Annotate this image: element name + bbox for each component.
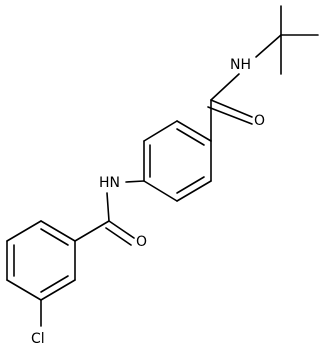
atom-nh-tert-butyl: NH — [230, 57, 251, 73]
bond-ring2-a — [40, 220, 76, 242]
bond-ring1-e — [176, 180, 212, 202]
bond-nh-carbonyl-lower — [106, 192, 110, 222]
bond-ring-nh — [125, 180, 145, 183]
bond-ring1-inner-c — [176, 176, 205, 194]
bond-ring1-inner-a — [176, 128, 205, 146]
bond-carbonyl-o-upper-2 — [207, 106, 253, 125]
atom-o-lower: O — [136, 234, 147, 250]
bond-carbonyl-o-upper-1 — [210, 99, 253, 118]
atom-cl: Cl — [31, 331, 45, 347]
bond-carbonyl-ring-lower — [74, 220, 110, 242]
bond-tbu-nh — [255, 34, 282, 58]
bond-carbonyl-o-lower-1 — [108, 220, 135, 239]
bond-ring1-a — [176, 120, 212, 142]
atom-nh-anilide: HN — [99, 175, 120, 191]
bond-ring1-b — [143, 120, 178, 142]
bond-ring2-inner-a — [40, 228, 69, 246]
bond-ring2-inner-c — [40, 275, 69, 293]
bond-carbonyl-o-lower-2 — [105, 227, 132, 246]
bond-ring2-e — [40, 279, 76, 301]
bond-ring1-d — [143, 180, 178, 202]
atom-o-upper: O — [254, 113, 265, 129]
bond-nh-carbonyl-upper — [210, 73, 240, 101]
bond-ring2-d — [6, 279, 42, 301]
bond-ring2-b — [6, 220, 42, 242]
